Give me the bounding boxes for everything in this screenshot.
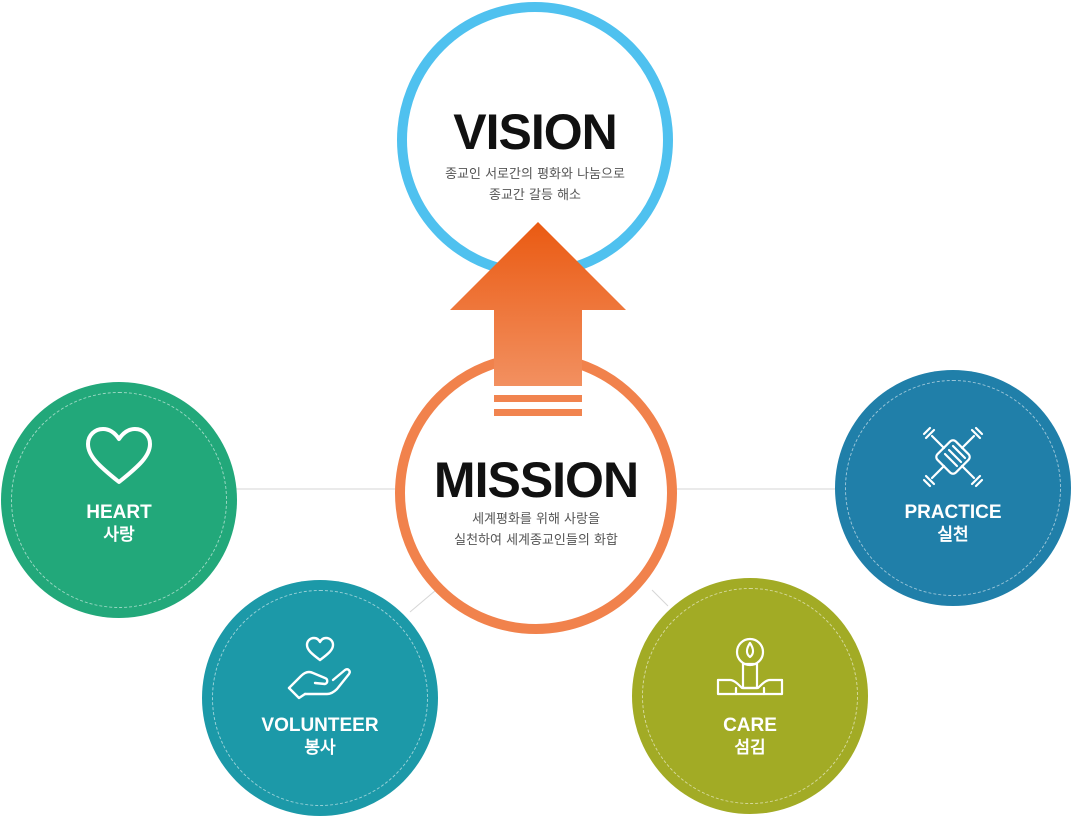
vision-description: 종교인 서로간의 평화와 나눔으로 종교간 갈등 해소 (427, 164, 643, 206)
candle-hands-icon (716, 637, 784, 696)
vision-title: VISION (453, 104, 617, 160)
stacked-hands-icon (922, 426, 984, 488)
vision-line-1: 종교인 서로간의 평화와 나눔으로 (445, 167, 625, 182)
connector-volunteer (409, 589, 437, 613)
practice-circle: PRACTICE 실천 (835, 370, 1071, 606)
mission-circle: MISSION 세계평화를 위해 사랑을 실천하여 세계종교인들의 화합 (395, 352, 677, 634)
heart-circle: HEART 사랑 (1, 382, 237, 618)
mission-title: MISSION (433, 452, 639, 508)
vision-circle: VISION 종교인 서로간의 평화와 나눔으로 종교간 갈등 해소 (397, 2, 673, 278)
mission-line-2: 실천하여 세계종교인들의 화합 (454, 533, 618, 548)
heart-dashed-ring (11, 392, 227, 608)
up-arrow-icon (450, 222, 626, 416)
volunteer-label-ko: 봉사 (304, 738, 336, 758)
volunteer-label-en: VOLUNTEER (261, 715, 379, 736)
mission-line-1: 세계평화를 위해 사랑을 (472, 512, 600, 527)
care-dashed-ring (642, 588, 858, 804)
care-label-en: CARE (723, 715, 777, 736)
connector-care (651, 589, 669, 607)
heart-outline-icon (86, 427, 152, 484)
volunteer-dashed-ring (212, 590, 428, 806)
mission-description: 세계평화를 위해 사랑을 실천하여 세계종교인들의 화합 (425, 509, 647, 551)
hand-heart-icon (287, 636, 351, 700)
heart-label-en: HEART (86, 502, 152, 523)
practice-dashed-ring (845, 380, 1061, 596)
heart-label-ko: 사랑 (103, 525, 135, 545)
practice-label-en: PRACTICE (904, 502, 1002, 523)
practice-label-ko: 실천 (937, 525, 969, 545)
vision-line-2: 종교간 갈등 해소 (489, 188, 581, 203)
care-label-ko: 섬김 (734, 738, 766, 758)
volunteer-circle: VOLUNTEER 봉사 (202, 580, 438, 816)
care-circle: CARE 섬김 (632, 578, 868, 814)
